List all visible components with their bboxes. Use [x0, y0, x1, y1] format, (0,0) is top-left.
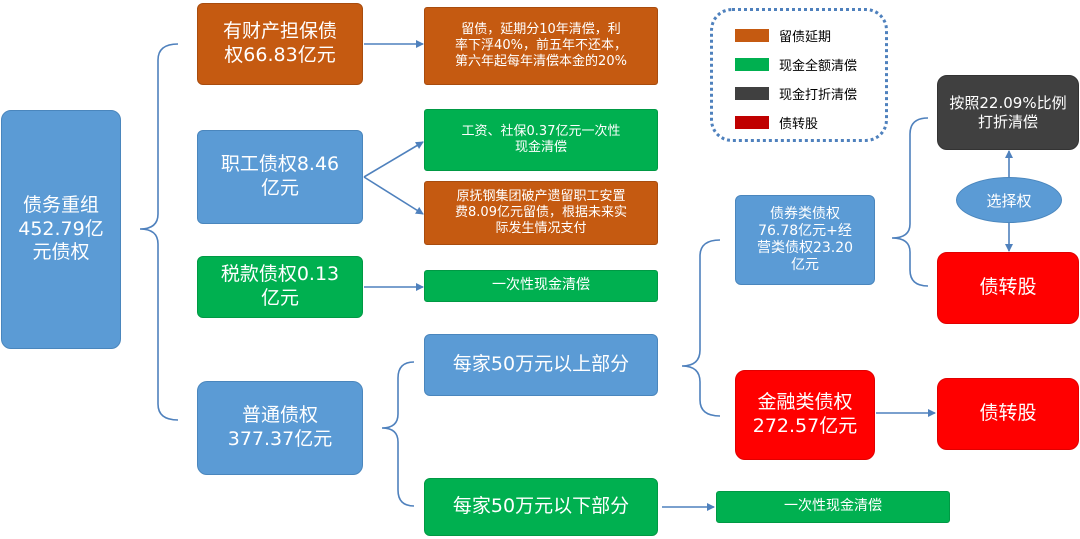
employee-note-a-line2: 现金清偿: [514, 140, 567, 155]
employee-retained-treatment: 原抚钢集团破产遗留职工安置 费8.09亿元留债，根据未来实 际发生情况支付: [424, 181, 658, 245]
tax-treatment: 一次性现金清偿: [424, 270, 658, 302]
debt-to-equity-bottom: 债转股: [937, 378, 1079, 450]
legend-label: 现金打折清偿: [779, 87, 858, 103]
discount-repayment: 按照22.09%比例 打折清偿: [937, 75, 1079, 150]
legend: 留债延期 现金全额清偿 现金打折清偿 债转股: [710, 8, 888, 142]
bond-line4: 亿元: [791, 256, 819, 273]
employee-claim: 职工债权8.46 亿元: [197, 130, 363, 224]
ordinary-claim: 普通债权 377.37亿元: [197, 381, 363, 475]
legend-swatch: [735, 57, 769, 71]
root-line1: 债务重组: [22, 193, 99, 216]
ordinary-line2: 377.37亿元: [227, 428, 333, 450]
legend-label: 留债延期: [779, 29, 832, 45]
above-500k-portion: 每家50万元以上部分: [424, 334, 658, 396]
discount-line2: 打折清偿: [977, 112, 1038, 131]
financial-claim: 金融类债权 272.57亿元: [735, 370, 875, 460]
legend-swatch: [735, 86, 769, 100]
below-500k-treatment: 一次性现金清偿: [716, 491, 950, 523]
below-500k-portion: 每家50万元以下部分: [424, 478, 658, 536]
ordinary-line1: 普通债权: [241, 404, 318, 427]
tax-claim: 税款债权0.13 亿元: [197, 256, 363, 318]
equity-top-label: 债转股: [979, 276, 1037, 299]
legend-item-discount-cash: 现金打折清偿: [735, 85, 858, 103]
secured-treatment: 留债，延期分10年清偿，利 率下浮40%，前五年不还本， 第六年起每年清偿本金的…: [424, 7, 658, 85]
root-line3: 元债权: [32, 241, 90, 264]
secured-note-line3: 第六年起每年清偿本金的20%: [455, 54, 627, 70]
secured-line2: 权66.83亿元: [224, 44, 336, 66]
secured-note-line2: 率下浮40%，前五年不还本，: [455, 37, 627, 53]
employee-note-b-line2: 费8.09亿元留债，根据未来实: [455, 204, 627, 220]
arrow-employee-a: [363, 141, 424, 178]
secured-claim: 有财产担保债 权66.83亿元: [197, 3, 363, 85]
below50-note: 一次性现金清偿: [784, 498, 882, 515]
equity-bottom-label: 债转股: [979, 402, 1037, 425]
tax-line1: 税款债权0.13: [220, 263, 340, 286]
bond-operating-claim: 债券类债权 76.78亿元+经 营类债权23.20 亿元: [735, 195, 875, 285]
legend-swatch: [735, 28, 769, 42]
legend-item-full-cash: 现金全额清偿: [735, 56, 858, 74]
below50-label: 每家50万元以下部分: [452, 495, 630, 518]
bond-line2: 76.78亿元+经: [758, 223, 852, 240]
tax-note: 一次性现金清偿: [492, 277, 590, 294]
legend-label: 债转股: [779, 116, 819, 132]
bond-brace: [891, 117, 929, 287]
root-total-debt: 债务重组 452.79亿 元债权: [1, 110, 121, 349]
arrow-employee-b: [363, 176, 424, 215]
debt-to-equity-top: 债转股: [937, 252, 1079, 324]
option-label: 选择权: [986, 191, 1032, 210]
legend-item-retained: 留债延期: [735, 27, 832, 45]
employee-cash-treatment: 工资、社保0.37亿元一次性 现金清偿: [424, 109, 658, 171]
secured-line1: 有财产担保债: [222, 20, 337, 43]
legend-label: 现金全额清偿: [779, 58, 858, 74]
root-line2: 452.79亿: [18, 217, 104, 240]
employee-note-b-line3: 际发生情况支付: [495, 221, 587, 237]
employee-note-b-line1: 原抚钢集团破产遗留职工安置: [456, 188, 626, 204]
root-brace: [139, 43, 179, 421]
bond-line3: 营类债权23.20: [756, 240, 854, 256]
tax-line2: 亿元: [260, 287, 299, 309]
financial-line2: 272.57亿元: [752, 415, 858, 437]
bond-line1: 债券类债权: [770, 206, 840, 223]
discount-line1: 按照22.09%比例: [949, 93, 1067, 112]
above50-label: 每家50万元以上部分: [452, 353, 630, 376]
employee-line2: 亿元: [260, 177, 299, 199]
above50-brace: [681, 239, 721, 417]
secured-note-line1: 留债，延期分10年清偿，利: [461, 21, 621, 37]
financial-line1: 金融类债权: [757, 391, 853, 414]
option-choice: 选择权: [956, 177, 1062, 223]
employee-line1: 职工债权8.46: [220, 153, 340, 176]
legend-swatch: [735, 115, 769, 129]
employee-note-a-line1: 工资、社保0.37亿元一次性: [461, 123, 621, 139]
legend-item-equity: 债转股: [735, 114, 819, 132]
ordinary-brace: [381, 361, 415, 507]
